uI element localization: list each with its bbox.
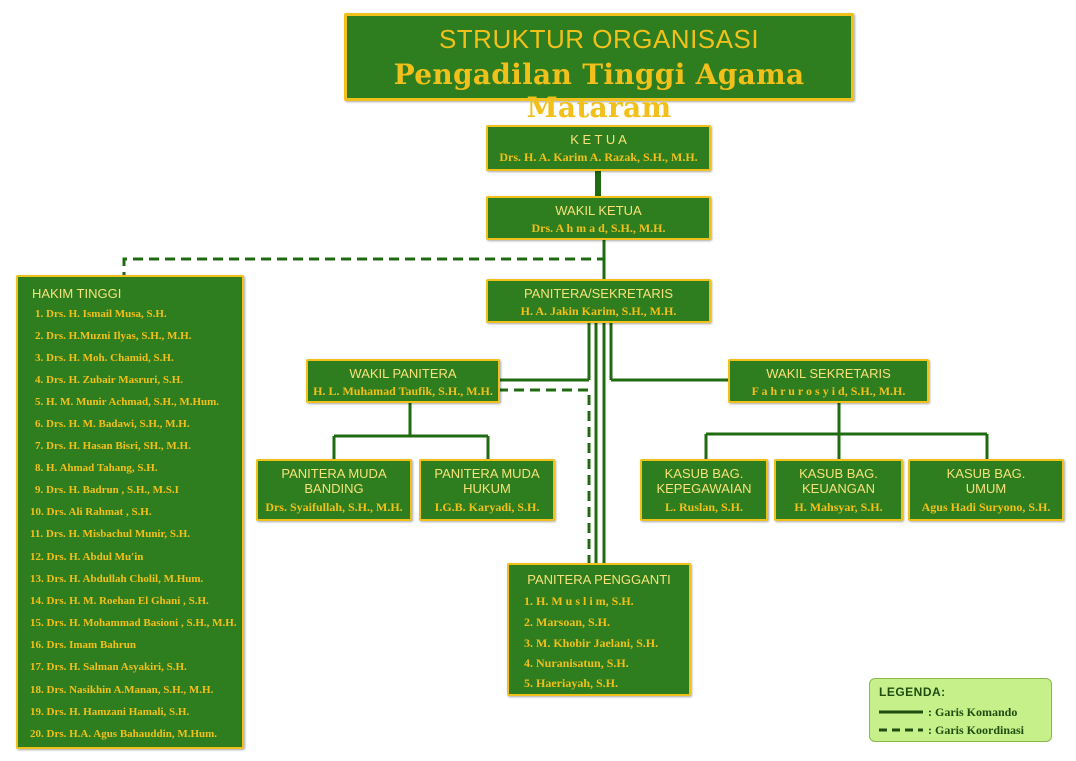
panitera-sekretaris-box: PANITERA/SEKRETARIS H. A. Jakin Karim, S… (486, 279, 711, 323)
legend-komando: : Garis Komando (928, 705, 1018, 719)
kasub-kepegawaian-box: KASUB BAG. KEPEGAWAIAN L. Ruslan, S.H. (640, 459, 768, 521)
legend-title: LEGENDA: (879, 685, 946, 699)
wakil-sekretaris-box: WAKIL SEKRETARIS F a h r u r o s y i d, … (728, 359, 929, 403)
panitera-pengganti-role: PANITERA PENGGANTI (527, 572, 671, 587)
hakim-item: 19. Drs. H. Hamzani Hamali, S.H. (30, 706, 190, 718)
title-line1: STRUKTUR ORGANISASI (438, 24, 760, 54)
wakil-sekretaris-role: WAKIL SEKRETARIS (766, 366, 891, 381)
hakim-item: 13. Drs. H. Abdullah Cholil, M.Hum. (30, 573, 204, 585)
kasub-keuangan-name: H. Mahsyar, S.H. (794, 500, 883, 514)
hakim-item: 11. Drs. H. Misbachul Munir, S.H. (30, 528, 191, 540)
hakim-item: 3. Drs. H. Moh. Chamid, S.H. (35, 352, 174, 364)
wakil-panitera-box: WAKIL PANITERA H. L. Muhamad Taufik, S.H… (306, 359, 500, 403)
kasub-kepegawaian-role-2: KEPEGAWAIAN (656, 481, 752, 496)
hakim-item: 18. Drs. Nasikhin A.Manan, S.H., M.H. (30, 684, 214, 696)
panmud-banding-name: Drs. Syaifullah, S.H., M.H. (265, 500, 403, 514)
wakil-ketua-box: WAKIL KETUA Drs. A h m a d, S.H., M.H. (486, 196, 711, 240)
hakim-item: 10. Drs. Ali Rahmat , S.H. (30, 506, 152, 518)
legend: LEGENDA: : Garis Komando : Garis Koordin… (869, 678, 1052, 742)
hakim-item: 8. H. Ahmad Tahang, S.H. (35, 462, 158, 474)
kasub-kepegawaian-name: L. Ruslan, S.H. (664, 500, 744, 514)
kasub-umum-role-2: UMUM (965, 481, 1007, 496)
kasub-umum-role-1: KASUB BAG. (946, 466, 1026, 481)
hakim-tinggi-role: HAKIM TINGGI (32, 286, 122, 301)
kasub-kepegawaian-role-1: KASUB BAG. (664, 466, 744, 481)
title-box: STRUKTUR ORGANISASI Pengadilan Tinggi Ag… (344, 13, 854, 124)
page-title: Pengadilan Tinggi Agama Mataram (393, 58, 805, 124)
pengganti-item: 2. Marsoan, S.H. (524, 615, 611, 629)
hakim-item: 17. Drs. H. Salman Asyakiri, S.H. (30, 661, 187, 673)
panitera-sekretaris-name: H. A. Jakin Karim, S.H., M.H. (520, 304, 677, 318)
ketua-name: Drs. H. A. Karim A. Razak, S.H., M.H. (499, 150, 698, 164)
panmud-banding-role-1: PANITERA MUDA (281, 466, 387, 481)
legend-solid-line-icon (879, 710, 923, 714)
ketua-role: K E T U A (570, 132, 627, 147)
hakim-item: 20. Drs. H.A. Agus Bahauddin, M.Hum. (30, 728, 218, 740)
kasub-umum-name: Agus Hadi Suryono, S.H. (921, 500, 1051, 514)
panmud-hukum-name: I.G.B. Karyadi, S.H. (434, 500, 540, 514)
hakim-item: 12. Drs. H. Abdul Mu'in (30, 551, 144, 563)
hakim-item: 6. Drs. H. M. Badawi, S.H., M.H. (35, 418, 190, 430)
hakim-item: 9. Drs. H. Badrun , S.H., M.S.I (35, 484, 179, 496)
kasub-keuangan-role-2: KEUANGAN (802, 481, 875, 496)
hakim-item: 2. Drs. H.Muzni Ilyas, S.H., M.H. (35, 330, 192, 342)
hakim-tinggi-box: HAKIM TINGGI 1. Drs. H. Ismail Musa, S.H… (16, 275, 244, 749)
panmud-banding-box: PANITERA MUDA BANDING Drs. Syaifullah, S… (256, 459, 412, 521)
pengganti-item: 1. H. M u s l i m, S.H. (524, 594, 634, 608)
wakil-panitera-name: H. L. Muhamad Taufik, S.H., M.H. (313, 384, 493, 398)
pengganti-item: 4. Nuranisatun, S.H. (524, 656, 629, 670)
hakim-item: 5. H. M. Munir Achmad, S.H., M.Hum. (35, 396, 220, 408)
hakim-item: 1. Drs. H. Ismail Musa, S.H. (35, 308, 167, 320)
kasub-umum-box: KASUB BAG. UMUM Agus Hadi Suryono, S.H. (908, 459, 1064, 521)
pengganti-item: 3. M. Khobir Jaelani, S.H. (524, 636, 659, 650)
panmud-hukum-role-1: PANITERA MUDA (434, 466, 540, 481)
dashed-line-hakim (122, 240, 606, 278)
wakil-panitera-role: WAKIL PANITERA (349, 366, 457, 381)
hakim-item: 4. Drs. H. Zubair Masruri, S.H. (35, 374, 184, 386)
hakim-item: 7. Drs. H. Hasan Bisri, SH., M.H. (35, 440, 191, 452)
kasub-keuangan-role-1: KASUB BAG. (799, 466, 878, 481)
panitera-pengganti-box: PANITERA PENGGANTI 1. H. M u s l i m, S.… (507, 563, 691, 696)
wakil-sekretaris-name: F a h r u r o s y i d, S.H., M.H. (751, 384, 906, 398)
ketua-box: K E T U A Drs. H. A. Karim A. Razak, S.H… (486, 125, 711, 171)
panitera-sekretaris-role: PANITERA/SEKRETARIS (523, 286, 674, 301)
panmud-banding-role-2: BANDING (304, 481, 364, 496)
panmud-hukum-role-2: HUKUM (463, 481, 511, 496)
hakim-item: 15. Drs. H. Mohammad Basioni , S.H., M.H… (30, 617, 237, 629)
wakil-ketua-role: WAKIL KETUA (555, 203, 642, 218)
hakim-item: 14. Drs. H. M. Roehan El Ghani , S.H. (30, 595, 209, 607)
pengganti-item: 5. Haeriayah, S.H. (524, 676, 619, 690)
wakil-ketua-name: Drs. A h m a d, S.H., M.H. (531, 221, 666, 235)
legend-koordinasi: : Garis Koordinasi (928, 723, 1025, 737)
panmud-hukum-box: PANITERA MUDA HUKUM I.G.B. Karyadi, S.H. (419, 459, 555, 521)
hakim-item: 16. Drs. Imam Bahrun (30, 639, 137, 651)
legend-dashed-line-icon (879, 728, 923, 732)
kasub-keuangan-box: KASUB BAG. KEUANGAN H. Mahsyar, S.H. (774, 459, 903, 521)
